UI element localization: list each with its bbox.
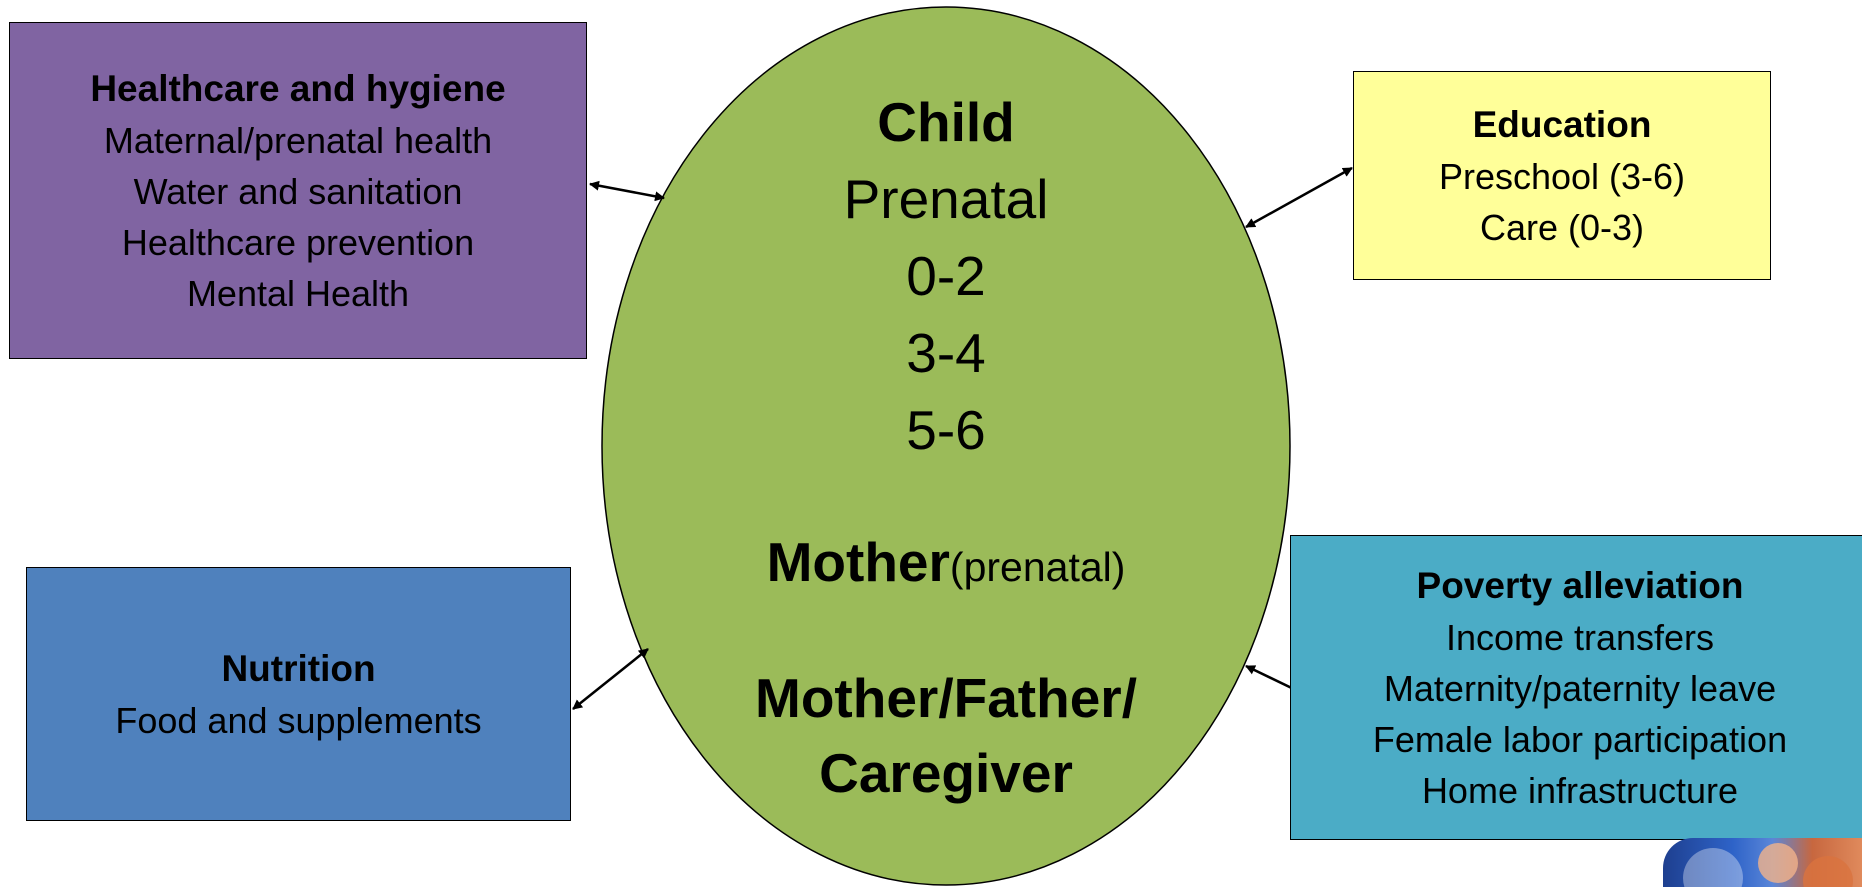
center-mother-label: Mother bbox=[766, 531, 950, 593]
arrow-nutrition bbox=[572, 648, 649, 710]
center-mother-line: Mother(prenatal) bbox=[605, 530, 1287, 594]
nutrition-item: Food and supplements bbox=[115, 699, 482, 741]
education-title: Education bbox=[1472, 103, 1652, 145]
decorative-photo bbox=[1663, 838, 1862, 887]
arrow-health bbox=[589, 180, 665, 202]
poverty-box: Poverty alleviation Income transfers Mat… bbox=[1290, 535, 1862, 840]
center-mother-note: (prenatal) bbox=[949, 544, 1126, 590]
center-stage-prenatal: Prenatal bbox=[843, 168, 1049, 230]
healthcare-item: Mental Health bbox=[186, 272, 410, 314]
center-ellipse bbox=[601, 6, 1291, 886]
center-child-label: Child bbox=[877, 91, 1015, 153]
healthcare-title: Healthcare and hygiene bbox=[90, 67, 506, 109]
center-caregiver-line2: Caregiver bbox=[819, 742, 1073, 804]
center-stage-3-4: 3-4 bbox=[906, 322, 986, 384]
education-item: Preschool (3-6) bbox=[1438, 155, 1686, 197]
arrow-education bbox=[1245, 166, 1353, 229]
healthcare-box: Healthcare and hygiene Maternal/prenatal… bbox=[9, 22, 587, 359]
poverty-item: Home infrastructure bbox=[1421, 769, 1739, 811]
healthcare-item: Maternal/prenatal health bbox=[103, 119, 493, 161]
education-item: Care (0-3) bbox=[1479, 206, 1645, 248]
poverty-title: Poverty alleviation bbox=[1416, 564, 1744, 606]
healthcare-item: Healthcare prevention bbox=[121, 221, 475, 263]
education-box: Education Preschool (3-6) Care (0-3) bbox=[1353, 71, 1771, 280]
poverty-item: Income transfers bbox=[1445, 616, 1715, 658]
center-caregiver-line1: Mother/Father/ bbox=[755, 667, 1137, 729]
poverty-item: Maternity/paternity leave bbox=[1383, 667, 1777, 709]
healthcare-item: Water and sanitation bbox=[133, 170, 463, 212]
center-stage-0-2: 0-2 bbox=[906, 245, 986, 307]
center-stage-5-6: 5-6 bbox=[906, 399, 986, 461]
nutrition-title: Nutrition bbox=[221, 647, 376, 689]
nutrition-box: Nutrition Food and supplements bbox=[26, 567, 571, 821]
poverty-item: Female labor participation bbox=[1372, 718, 1788, 760]
